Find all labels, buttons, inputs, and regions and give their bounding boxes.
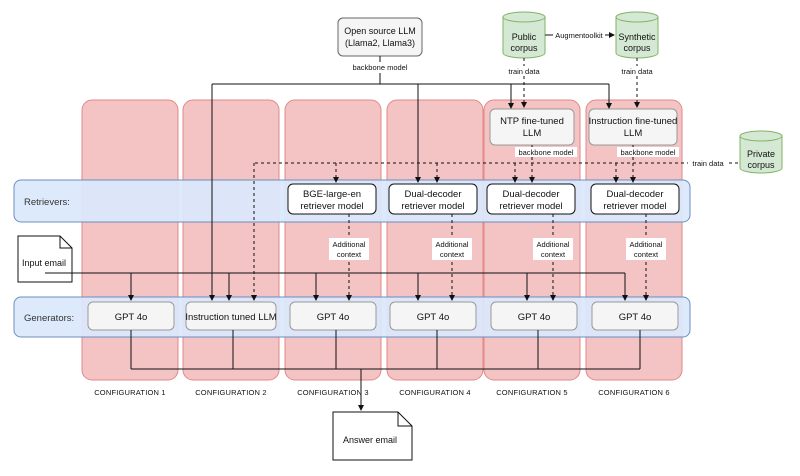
- open-source-llm-line2: (Llama2, Llama3): [345, 38, 415, 48]
- instruction-llm-line2: LLM: [624, 128, 643, 139]
- augmentoolkit-label: Augmentoolkit: [555, 31, 603, 40]
- retriever-dual-config5-line2: retriever model: [499, 201, 562, 212]
- configuration-6-label: CONFIGURATION 6: [598, 388, 670, 397]
- configuration-3-label: CONFIGURATION 3: [297, 388, 369, 397]
- additional-context-5-line1: Additional: [537, 240, 570, 249]
- instruction-fine-tuned-llm-box: [588, 108, 678, 146]
- answer-email-document: [332, 411, 413, 461]
- backbone-model-label-instr: backbone model: [620, 148, 675, 157]
- generator-config6-label: GPT 4o: [619, 312, 652, 323]
- synthetic-corpus-line2: corpus: [623, 43, 651, 53]
- generator-config1-label: GPT 4o: [115, 312, 148, 323]
- retriever-dual-config5: [486, 183, 576, 215]
- generators-label: Generators:: [24, 313, 74, 324]
- configuration-2-column: [182, 99, 280, 381]
- retriever-dual-config6-line1: Dual-decoder: [606, 189, 663, 200]
- ntp-llm-line2: LLM: [523, 128, 542, 139]
- retriever-dual-config5-line1: Dual-decoder: [502, 189, 559, 200]
- retriever-dual-config4-line1: Dual-decoder: [404, 189, 461, 200]
- additional-context-6-line2: context: [634, 250, 659, 259]
- additional-context-6-line1: Additional: [630, 240, 663, 249]
- retriever-bge-config3: [287, 183, 377, 215]
- retriever-dual-config4: [388, 183, 478, 215]
- generator-config4-label: GPT 4o: [417, 312, 450, 323]
- configuration-2-label: CONFIGURATION 2: [195, 388, 267, 397]
- train-data-label-synthetic: train data: [621, 67, 653, 76]
- input-email-document: [17, 235, 73, 283]
- public-corpus-line2: corpus: [510, 43, 538, 53]
- additional-context-5-line2: context: [541, 250, 566, 259]
- backbone-model-label-ntp: backbone model: [518, 148, 573, 157]
- retriever-bge-line1: BGE-large-en: [303, 189, 361, 200]
- private-corpus-line2: corpus: [747, 160, 775, 170]
- generator-config5-label: GPT 4o: [518, 312, 551, 323]
- configuration-5-label: CONFIGURATION 5: [496, 388, 568, 397]
- synthetic-corpus-line1: Synthetic: [618, 32, 656, 42]
- generator-gpt4o-config6: [591, 301, 679, 331]
- retriever-dual-config6-line2: retriever model: [603, 201, 666, 212]
- configuration-1-column: [81, 99, 179, 381]
- generator-config2-label: Instruction tuned LLM: [185, 312, 276, 323]
- answer-email-label: Answer email: [343, 435, 397, 445]
- public-corpus-icon: [502, 11, 546, 59]
- additional-context-4-line2: context: [440, 250, 465, 259]
- instruction-llm-line1: Instruction fine-tuned: [589, 116, 678, 127]
- additional-context-4-line1: Additional: [436, 240, 469, 249]
- open-source-llm-box: [337, 17, 423, 57]
- retrievers-label: Retrievers:: [24, 197, 70, 208]
- additional-context-3-line2: context: [337, 250, 362, 259]
- generator-gpt4o-config5: [490, 301, 578, 331]
- configuration-1-label: CONFIGURATION 1: [94, 388, 166, 397]
- open-source-llm-line1: Open source LLM: [344, 26, 416, 36]
- configuration-4-label: CONFIGURATION 4: [399, 388, 471, 397]
- public-corpus-line1: Public: [512, 32, 537, 42]
- retriever-dual-config4-line2: retriever model: [401, 201, 464, 212]
- private-corpus-line1: Private: [747, 149, 775, 159]
- additional-context-3-line1: Additional: [333, 240, 366, 249]
- train-data-label-public: train data: [508, 67, 540, 76]
- retriever-bge-line2: retriever model: [300, 201, 363, 212]
- generator-config3-label: GPT 4o: [317, 312, 350, 323]
- ntp-llm-line1: NTP fine-tuned: [500, 116, 564, 127]
- ntp-fine-tuned-llm-box: [489, 108, 575, 146]
- generator-gpt4o-config3: [289, 301, 377, 331]
- private-corpus-icon: [739, 130, 783, 174]
- generator-instruction-tuned-config2: [185, 301, 277, 331]
- generator-gpt4o-config4: [389, 301, 477, 331]
- synthetic-corpus-icon: [615, 11, 659, 59]
- retriever-dual-config6: [590, 183, 680, 215]
- input-email-label: Input email: [22, 258, 66, 268]
- train-data-label-private: train data: [692, 159, 724, 168]
- backbone-model-label: backbone model: [352, 63, 407, 72]
